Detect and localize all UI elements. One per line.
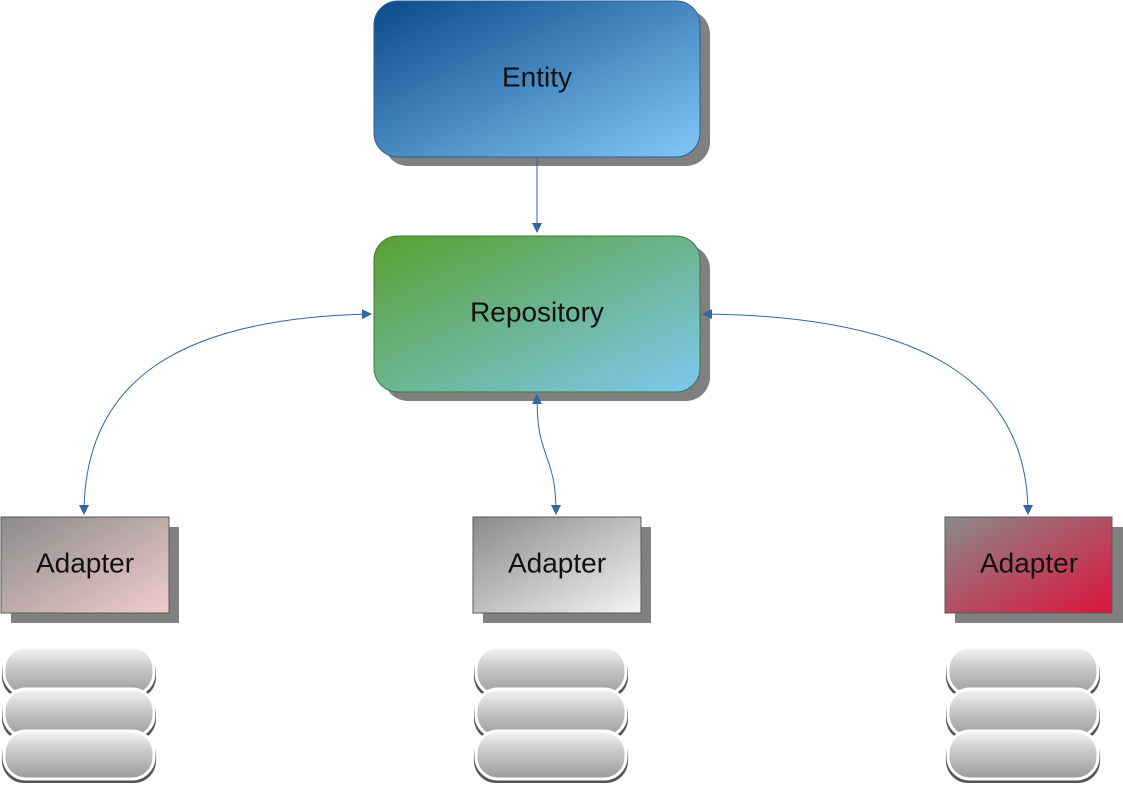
database-icon-center [474, 645, 628, 783]
adapter-node-left: Adapter [0, 516, 179, 623]
adapter-label-center: Adapter [508, 547, 606, 578]
entity-node: Entity [373, 0, 710, 166]
entity-label: Entity [502, 61, 572, 92]
disk-platter [474, 687, 628, 741]
disk-platter [2, 645, 156, 699]
disk-platter [474, 729, 628, 783]
repository-adapter-center-connector [532, 394, 561, 515]
adapter-label-left: Adapter [36, 547, 134, 578]
disk-platter [946, 645, 1100, 699]
database-icon-left [2, 645, 156, 783]
disk-platter [474, 645, 628, 699]
adapter-node-right: Adapter [944, 516, 1123, 623]
database-icon-right [946, 645, 1100, 783]
adapter-label-right: Adapter [980, 547, 1078, 578]
repository-node: Repository [373, 235, 710, 401]
disk-platter [946, 729, 1100, 783]
repository-adapter-left-connector [79, 309, 372, 515]
repository-adapter-right-connector [702, 309, 1033, 515]
disk-platter [2, 729, 156, 783]
repository-label: Repository [470, 296, 604, 327]
disk-platter [946, 687, 1100, 741]
connectors [79, 157, 1033, 515]
adapter-node-center: Adapter [472, 516, 651, 623]
